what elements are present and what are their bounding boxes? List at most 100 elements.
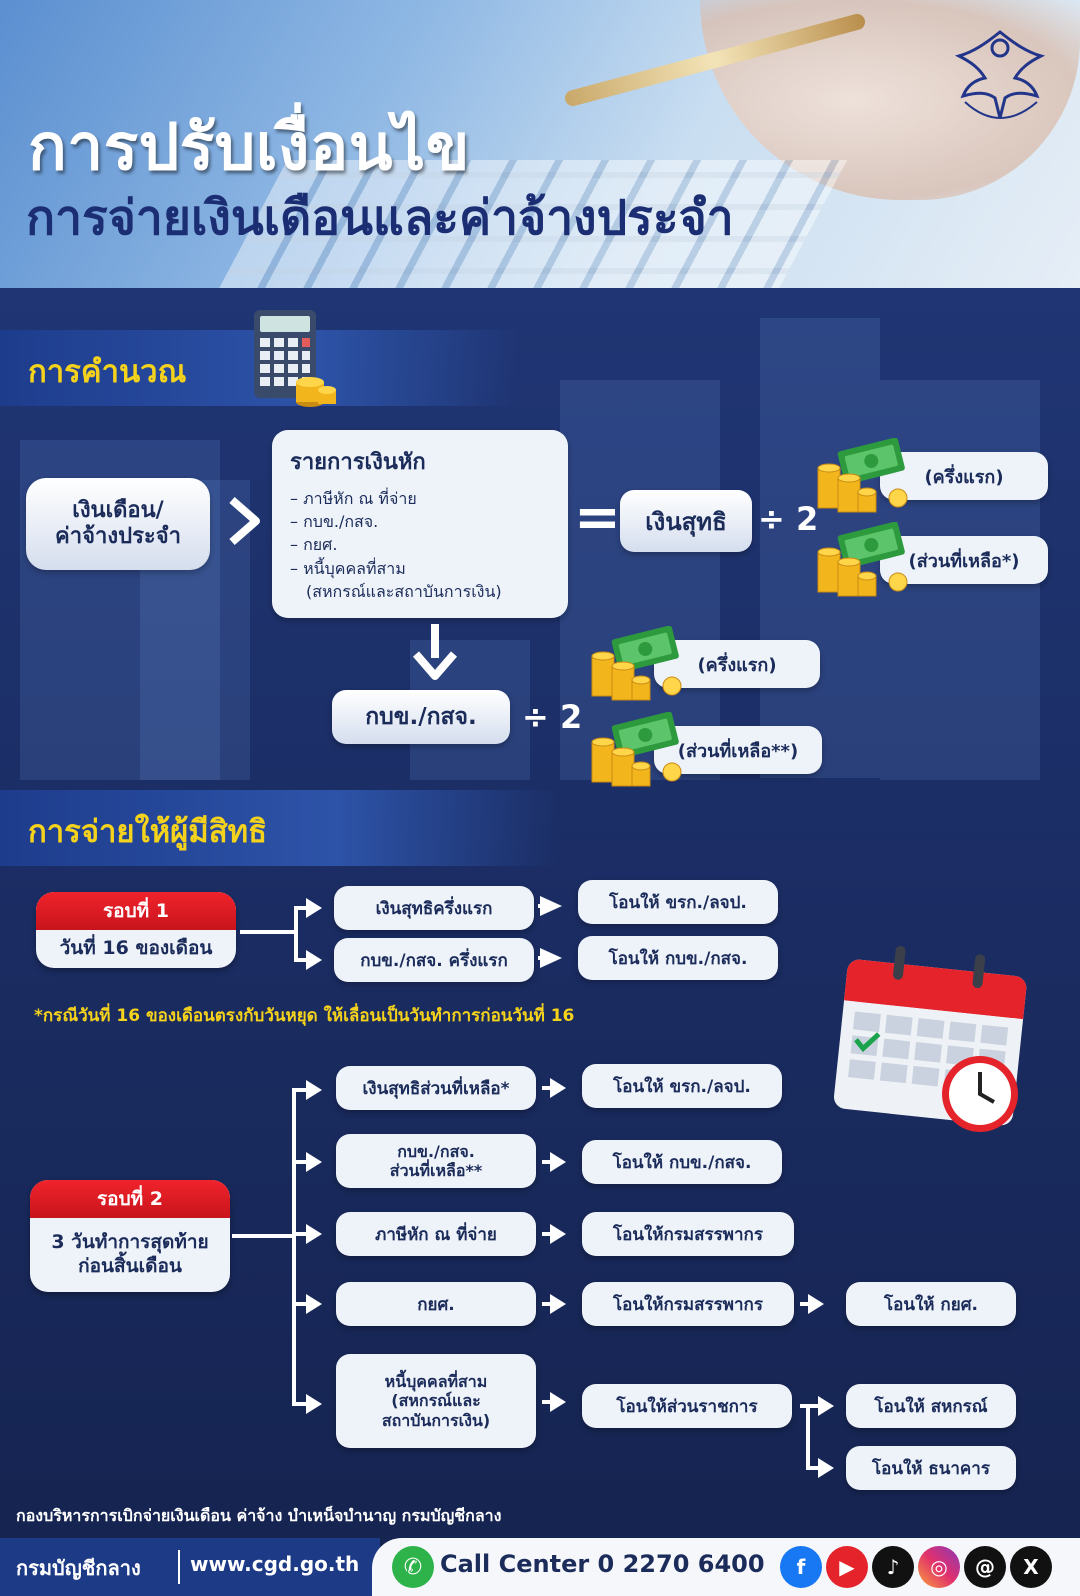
connector-line <box>294 906 306 910</box>
net-first-label: (ครึ่งแรก) <box>924 466 1004 488</box>
net-first-half: (ครึ่งแรก) <box>880 452 1048 500</box>
youtube-icon[interactable]: ▶ <box>826 1546 868 1588</box>
connector-line <box>538 904 548 908</box>
instagram-icon[interactable]: ◎ <box>918 1546 960 1588</box>
calendar-icon <box>830 944 1040 1144</box>
r2-dest-4b: โอนให้ กยศ. <box>846 1282 1016 1326</box>
x-icon[interactable]: X <box>1010 1546 1052 1588</box>
arrow-right-icon <box>306 1294 322 1314</box>
round1-date: วันที่ 16 ของเดือน <box>59 937 213 960</box>
divide-net: ÷ 2 <box>758 500 819 538</box>
net-rest-label: (ส่วนที่เหลือ*) <box>908 550 1020 572</box>
connector-line <box>542 1400 552 1404</box>
connector-line <box>542 1086 552 1090</box>
r2-dest-5a: โอนให้ สหกรณ์ <box>846 1384 1016 1428</box>
net-pay-box: เงินสุทธิ <box>620 490 752 552</box>
footer-org: กรมบัญชีกลาง <box>16 1556 141 1580</box>
deduction-item: – ภาษีหัก ณ ที่จ่าย <box>290 489 417 508</box>
r1-dest-1-label: โอนให้ ขรก./ลจป. <box>609 892 747 913</box>
r2-dest-5: โอนให้ส่วนราชการ <box>582 1384 792 1428</box>
arrow-right-icon <box>818 1396 834 1416</box>
phone-icon: ✆ <box>392 1546 434 1588</box>
deduction-item: – หนี้บุคคลที่สาม <box>290 558 406 578</box>
cgd-logo <box>945 22 1055 134</box>
connector-line <box>240 930 296 934</box>
title-line-2: การจ่ายเงินเดือนและค่าจ้างประจำ <box>26 190 734 246</box>
deductions-box: รายการเงินหัก – ภาษีหัก ณ ที่จ่าย – กบข.… <box>272 430 568 618</box>
connector-line <box>292 1160 308 1164</box>
round1-badge: รอบที่ 1 วันที่ 16 ของเดือน <box>36 892 236 968</box>
arrow-right-icon <box>306 950 322 970</box>
money-icon <box>586 711 686 790</box>
arrow-down-icon <box>412 624 458 680</box>
footer-website[interactable]: www.cgd.go.th <box>190 1552 360 1576</box>
r2-item-2-label: กบข./กสจ. ส่วนที่เหลือ** <box>389 1141 483 1180</box>
connector-line <box>232 1234 294 1238</box>
equals-sign: = <box>574 485 621 550</box>
threads-icon[interactable]: @ <box>964 1546 1006 1588</box>
r2-dest-4b-label: โอนให้ กยศ. <box>884 1294 978 1315</box>
deductions-title: รายการเงินหัก <box>290 450 426 475</box>
deduction-item: – กยศ. <box>290 535 338 555</box>
r2-dest-4-label: โอนให้กรมสรรพากร <box>613 1294 763 1315</box>
calculator-icon <box>250 310 340 410</box>
connector-line <box>292 1088 296 1406</box>
deduction-text: หนี้บุคคลที่สาม <box>303 558 406 578</box>
salary-box: เงินเดือน/ ค่าจ้างประจำ <box>26 478 210 570</box>
connector-line <box>800 1404 808 1408</box>
fund-rest-label: (ส่วนที่เหลือ**) <box>677 740 799 762</box>
fund-remaining: (ส่วนที่เหลือ**) <box>654 726 822 774</box>
arrow-right-icon <box>550 1294 566 1314</box>
connector-line <box>292 1088 308 1092</box>
round2-label: รอบที่ 2 <box>30 1180 230 1218</box>
r2-dest-1: โอนให้ ขรก./ลจป. <box>582 1064 782 1108</box>
fund-box: กบข./กสจ. <box>332 690 510 744</box>
r2-item-3-label: ภาษีหัก ณ ที่จ่าย <box>375 1224 497 1245</box>
round2-date: 3 วันทำการสุดท้าย ก่อนสิ้นเดือน <box>51 1231 209 1277</box>
net-pay-label: เงินสุทธิ <box>645 507 727 536</box>
r2-item-4: กยศ. <box>336 1282 536 1326</box>
arrow-right-icon <box>550 1078 566 1098</box>
deductions-list: – ภาษีหัก ณ ที่จ่าย – กบข./กสจ. – กยศ. –… <box>290 487 550 603</box>
connector-line <box>806 1404 810 1470</box>
arrow-right-icon <box>306 898 322 918</box>
salary-label: เงินเดือน/ ค่าจ้างประจำ <box>55 497 181 549</box>
footer-credit: กองบริหารการเบิกจ่ายเงินเดือน ค่าจ้าง บำ… <box>16 1506 502 1525</box>
r2-dest-3-label: โอนให้กรมสรรพากร <box>613 1224 763 1245</box>
connector-line <box>800 1302 810 1306</box>
arrow-right-icon <box>306 1080 322 1100</box>
call-center[interactable]: Call Center 0 2270 6400 <box>440 1550 765 1578</box>
deduction-item: – กบข./กสจ. <box>290 512 379 532</box>
connector-line <box>292 1302 308 1306</box>
money-icon <box>586 625 686 704</box>
tiktok-icon[interactable]: ♪ <box>872 1546 914 1588</box>
divide-fund: ÷ 2 <box>522 698 583 736</box>
header-banner <box>0 0 1080 288</box>
r2-dest-5a-label: โอนให้ สหกรณ์ <box>874 1396 988 1417</box>
arrow-right-icon <box>540 948 562 968</box>
deduction-text: กบข./กสจ. <box>303 512 379 532</box>
r2-item-1-label: เงินสุทธิส่วนที่เหลือ* <box>362 1078 510 1099</box>
r2-item-4-label: กยศ. <box>417 1294 455 1315</box>
connector-line <box>292 1232 308 1236</box>
arrow-right-icon <box>550 1224 566 1244</box>
holiday-note: *กรณีวันที่ 16 ของเดือนตรงกับวันหยุด ให้… <box>34 1006 575 1026</box>
connector-line <box>806 1466 820 1470</box>
connector-line <box>294 958 306 962</box>
money-icon <box>812 437 912 516</box>
section-pay-title: การจ่ายให้ผู้มีสิทธิ <box>28 814 268 850</box>
round2-badge: รอบที่ 2 3 วันทำการสุดท้าย ก่อนสิ้นเดือน <box>30 1180 230 1292</box>
r1-item-1: เงินสุทธิครึ่งแรก <box>334 886 534 930</box>
r2-item-5: หนี้บุคคลที่สาม (สหกรณ์และ สถาบันการเงิน… <box>336 1354 536 1448</box>
arrow-right-icon <box>306 1224 322 1244</box>
r2-dest-5b: โอนให้ ธนาคาร <box>846 1446 1016 1490</box>
arrow-right-icon <box>550 1392 566 1412</box>
r2-item-1: เงินสุทธิส่วนที่เหลือ* <box>336 1066 536 1110</box>
r2-dest-4: โอนให้กรมสรรพากร <box>582 1282 794 1326</box>
deduction-item-note: (สหกรณ์และสถาบันการเงิน) <box>306 581 502 601</box>
round1-label: รอบที่ 1 <box>36 892 236 930</box>
connector-line <box>542 1232 552 1236</box>
r1-item-2-label: กบข./กสจ. ครึ่งแรก <box>360 950 508 971</box>
facebook-icon[interactable]: f <box>780 1546 822 1588</box>
